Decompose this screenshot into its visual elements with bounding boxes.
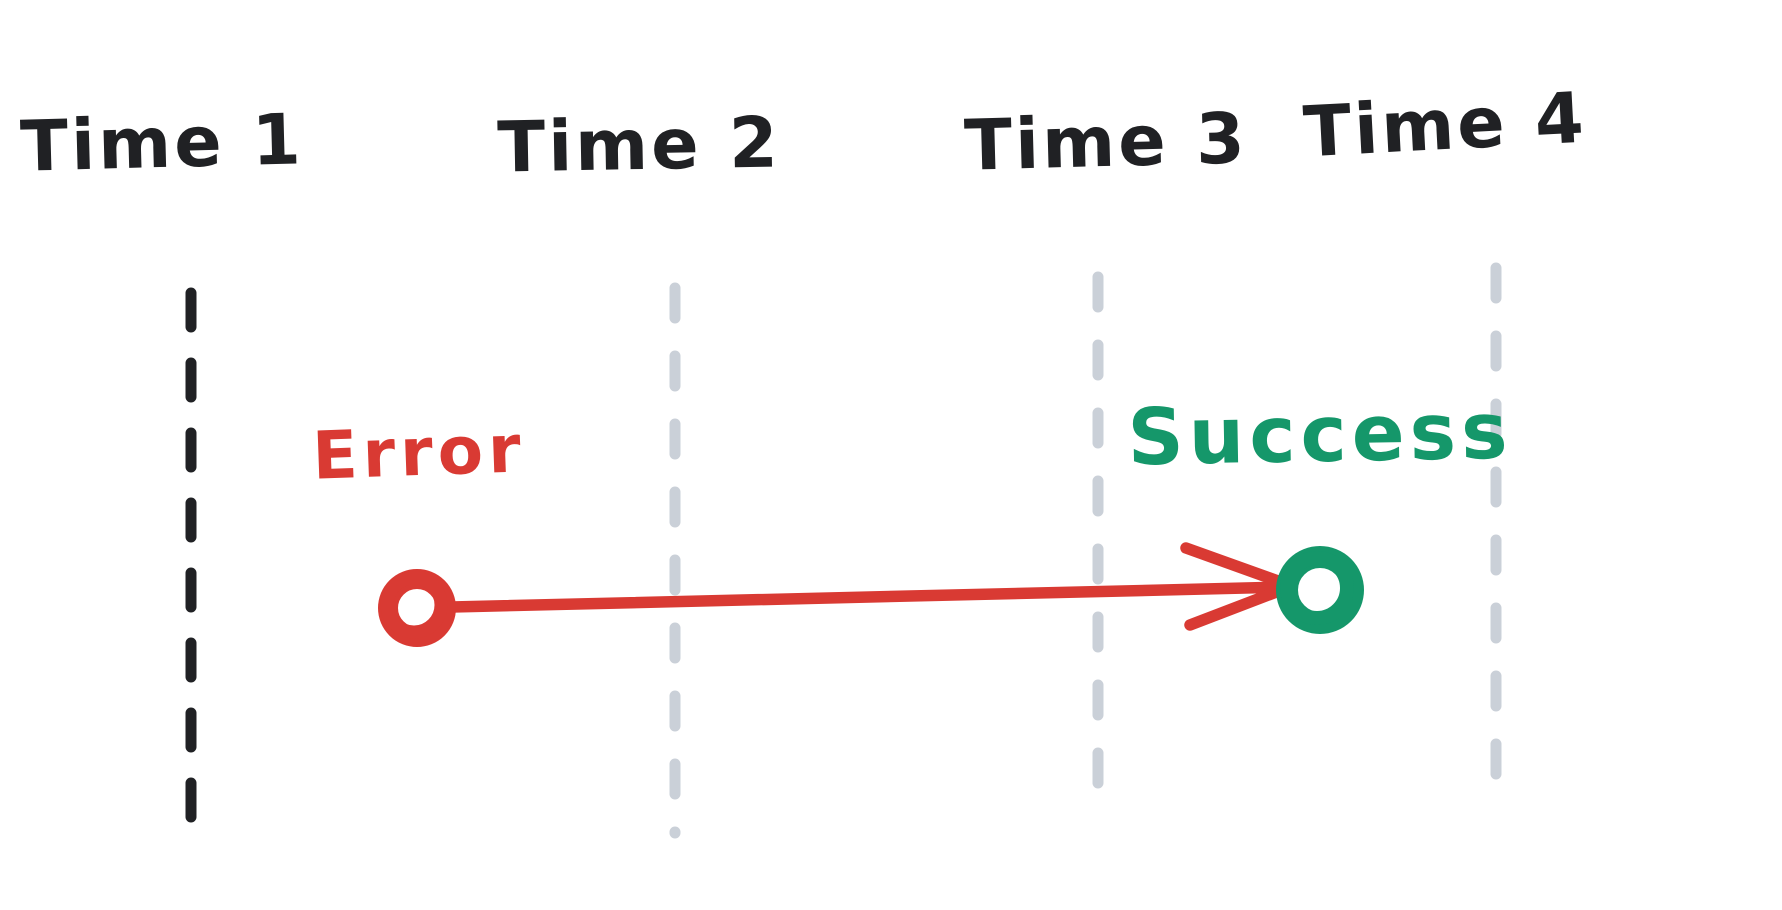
success-event-marker [1276,546,1364,634]
arrow-head-lower-barb [1184,580,1298,631]
arrow-head-upper-barb [1180,542,1298,592]
timeline-label-3: Time 3 [963,97,1249,187]
error-ring-inner [380,571,448,639]
error-label: Error [311,410,527,495]
timeline-label-2: Time 2 [496,101,782,189]
timeline-label-4: Time 4 [1301,76,1589,174]
success-label: Success [1126,386,1514,484]
error-event-marker [378,569,456,647]
arrow-shaft [446,581,1294,613]
timeline-label-1: Time 1 [19,98,305,188]
success-ring-inner [1280,551,1354,625]
error-to-success-arrow [446,542,1298,631]
